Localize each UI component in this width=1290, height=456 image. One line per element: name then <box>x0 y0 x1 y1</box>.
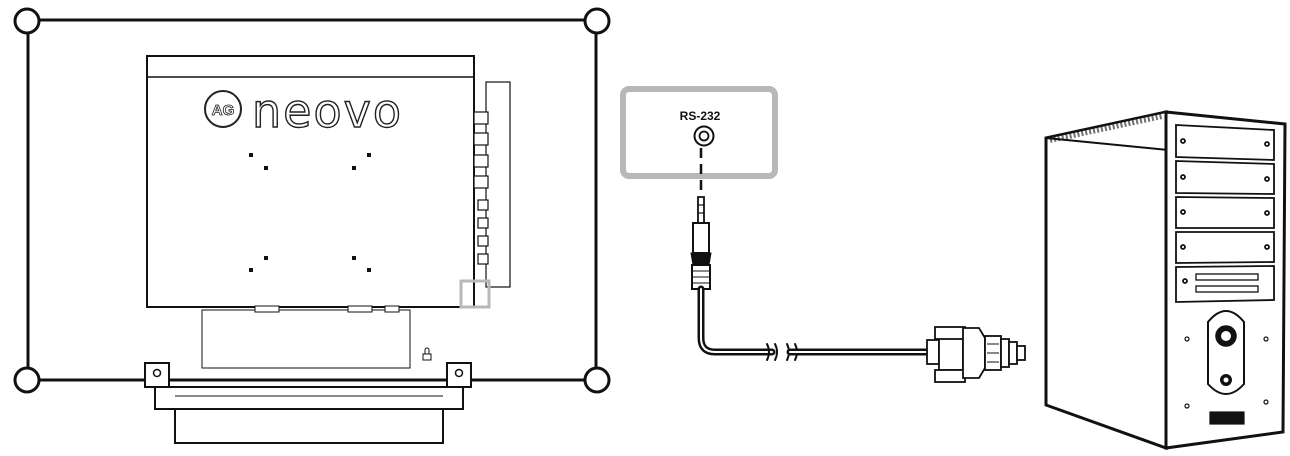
rs232-port-callout: RS-232 <box>620 86 778 196</box>
floppy-drive <box>1175 265 1275 303</box>
power-button-panel <box>1184 310 1269 409</box>
stand-bracket <box>201 309 411 369</box>
serial-cable <box>697 285 932 361</box>
rs232-port-label: RS-232 <box>680 109 721 123</box>
logo-wordmark: neovo <box>252 84 403 138</box>
brand-logo: AG neovo <box>204 83 403 139</box>
db9-connector <box>926 326 1026 383</box>
front-vent <box>1209 411 1245 425</box>
logo-mark-circle <box>204 90 242 128</box>
logo-mark: AG <box>212 102 235 119</box>
audio-jack-plug <box>690 196 712 290</box>
kensington-lock-icon <box>422 347 432 361</box>
rear-panel <box>146 55 475 308</box>
monitor-rear-view <box>13 7 611 444</box>
corner-screw-bottom-left <box>13 366 41 394</box>
rs232-port-highlight <box>459 279 491 309</box>
drive-bays <box>1175 124 1275 264</box>
corner-screw-top-right <box>583 7 611 35</box>
io-connectors <box>473 111 489 265</box>
base-foot <box>154 386 464 410</box>
vesa-mount-holes <box>249 153 371 272</box>
corner-screw-bottom-right <box>583 366 611 394</box>
pc-tower <box>1044 110 1287 451</box>
corner-screw-top-left <box>13 7 41 35</box>
io-side-strip <box>485 81 511 288</box>
pc-side-panel <box>1044 110 1168 451</box>
